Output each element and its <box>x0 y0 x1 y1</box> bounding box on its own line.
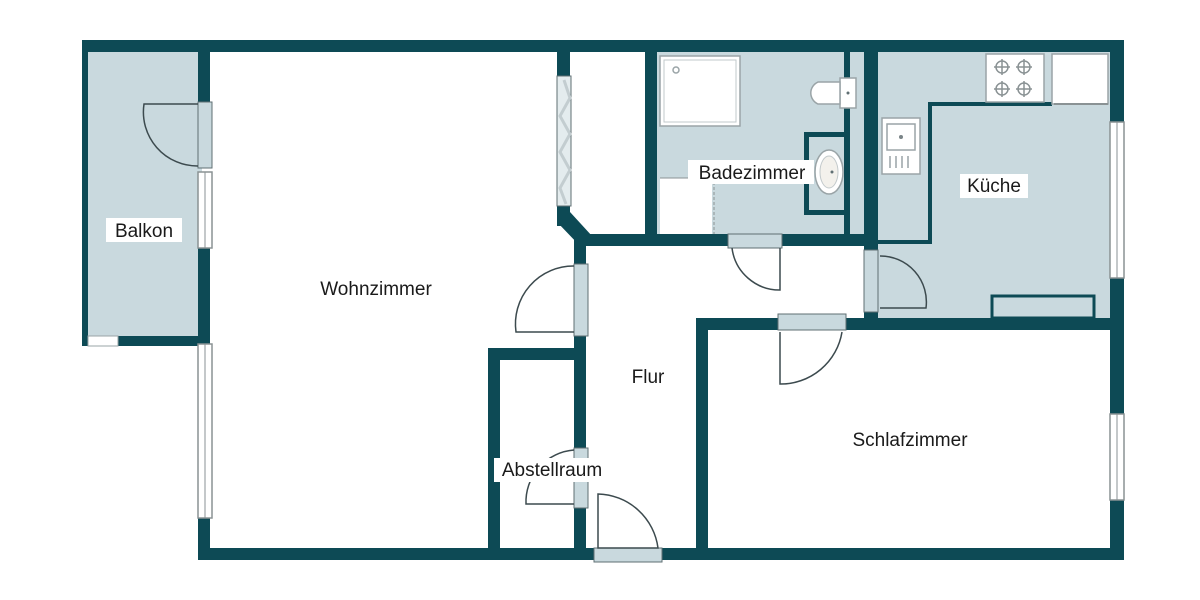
door-kueche <box>863 249 928 313</box>
window-wohnzimmer <box>197 343 213 519</box>
kitchen-sink-icon <box>881 117 921 175</box>
label-wohnzimmer: Wohnzimmer <box>320 279 432 300</box>
window-schlafzimmer <box>1109 413 1125 501</box>
doors <box>142 101 928 563</box>
window-kueche <box>1109 121 1125 279</box>
label-kueche: Küche <box>967 176 1021 197</box>
label-badezimmer: Badezimmer <box>699 163 806 184</box>
door-schlafzimmer <box>777 313 847 385</box>
label-flur: Flur <box>632 367 665 388</box>
windows <box>87 75 1125 519</box>
shower-tray-icon <box>659 55 741 127</box>
door-wohnzimmer <box>514 263 589 337</box>
floors <box>86 50 1112 338</box>
fixtures <box>659 53 1109 320</box>
stove-icon <box>985 53 1045 103</box>
bath-white-area <box>660 178 712 234</box>
door-badezimmer <box>727 233 783 291</box>
label-schlafzimmer: Schlafzimmer <box>852 430 968 451</box>
walls <box>82 40 1124 560</box>
balkon-floor <box>86 50 202 338</box>
washbasin-icon <box>814 149 844 195</box>
door-entrance <box>593 493 663 563</box>
window-balkon <box>197 171 213 249</box>
kitchen-counter-icon <box>990 294 1096 320</box>
door-balkon <box>142 101 213 169</box>
fridge-icon <box>1051 53 1109 105</box>
label-balkon: Balkon <box>115 221 173 242</box>
label-abstellraum: Abstellraum <box>502 460 602 481</box>
toilet-icon <box>810 77 857 109</box>
room-labels: Balkon Wohnzimmer Badezimmer Küche Flur … <box>106 160 1028 482</box>
balkon-railing-gap <box>87 335 119 347</box>
sliding-panel-wohnzimmer <box>556 75 572 207</box>
